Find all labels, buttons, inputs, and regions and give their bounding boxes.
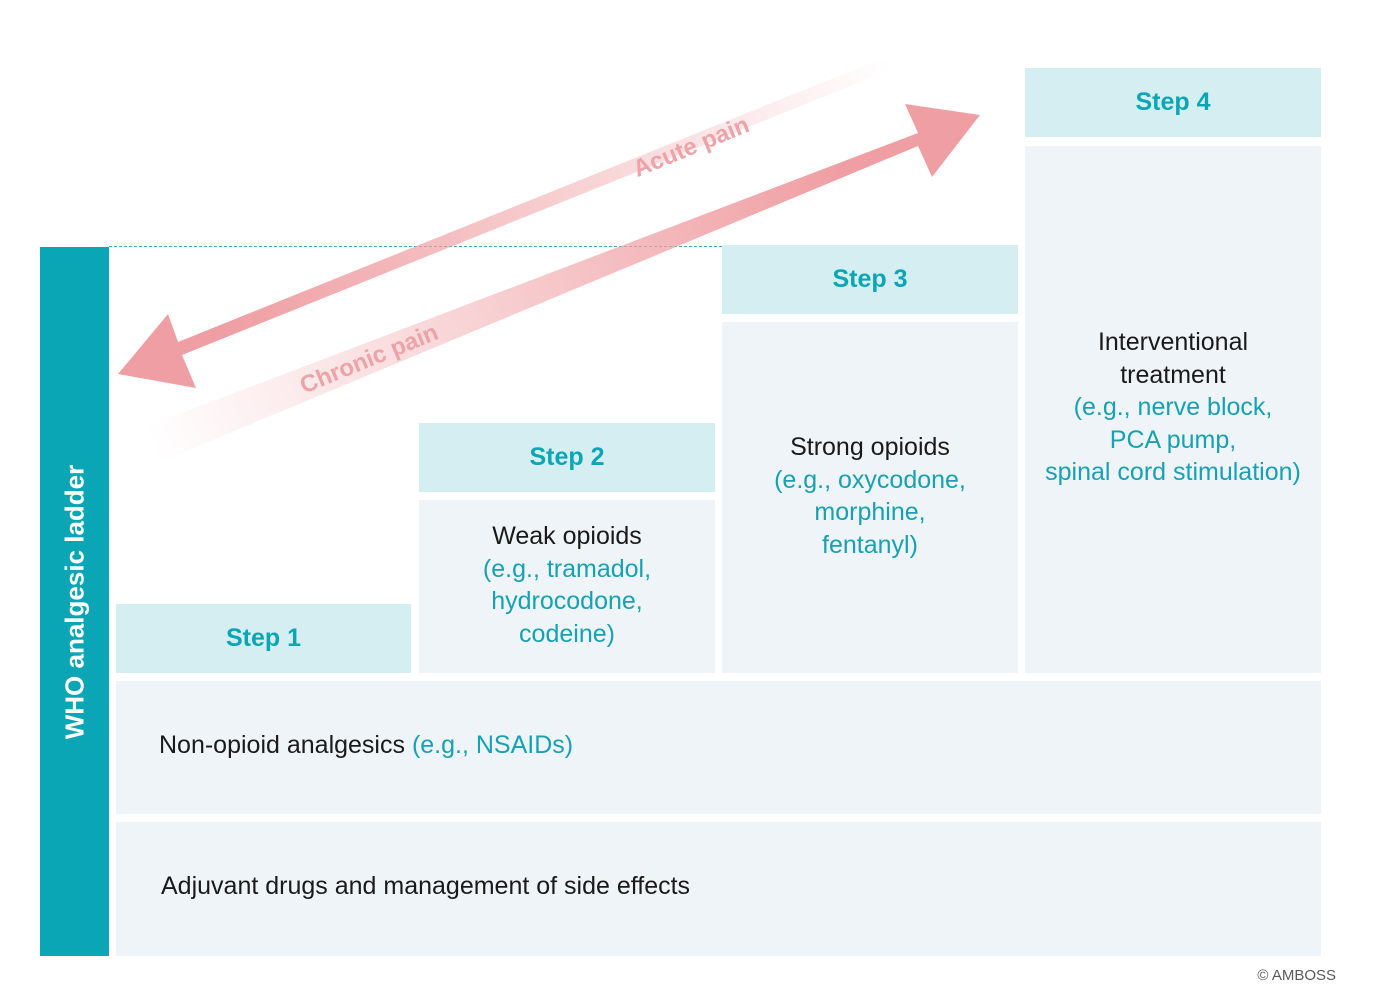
step-3-header: Step 3 — [722, 245, 1018, 314]
step-4-main-line-1: Interventional — [1097, 328, 1249, 356]
step-2-header: Step 2 — [419, 423, 715, 492]
step-2-main: Weak opioids — [492, 522, 642, 550]
acute-pain-arrow — [118, 46, 890, 388]
step-4-example-1: (e.g., nerve block, — [1073, 393, 1273, 421]
non-opioid-examples: (e.g., NSAIDs) — [411, 731, 574, 759]
step-3-example-2: morphine, — [814, 498, 926, 526]
chronic-pain-label: Chronic pain — [296, 319, 442, 400]
non-opioid-main: Non-opioid analgesics — [159, 731, 405, 759]
acute-pain-label: Acute pain — [629, 111, 753, 183]
step-3-label: Step 3 — [832, 265, 908, 293]
step-1-header: Step 1 — [116, 604, 411, 673]
ladder-sidebar: WHO analgesic ladder — [40, 247, 109, 956]
step-3-panel: Strong opioids (e.g., oxycodone, morphin… — [722, 322, 1018, 673]
step-4-example-2: PCA pump, — [1109, 425, 1237, 454]
step-2-example-2: hydrocodone, — [491, 587, 643, 615]
step-2-label: Step 2 — [529, 443, 605, 471]
step-4-header: Step 4 — [1025, 68, 1321, 137]
step-2-example-3: codeine) — [519, 619, 615, 648]
step-2-example-1: (e.g., tramadol, — [482, 554, 652, 583]
step-2-panel: Weak opioids (e.g., tramadol, hydrocodon… — [419, 500, 715, 673]
step-3-main: Strong opioids — [790, 433, 950, 461]
step-3-example-3: fentanyl) — [822, 530, 918, 559]
step-4-main-line-2: treatment — [1120, 360, 1226, 389]
step-1-label: Step 1 — [225, 624, 302, 652]
step-3-example-1: (e.g., oxycodone, — [774, 465, 966, 494]
copyright-text: © AMBOSS — [1257, 967, 1336, 984]
step-4-example-3: spinal cord stimulation) — [1045, 458, 1301, 486]
step-4-panel: Interventional treatment (e.g., nerve bl… — [1025, 146, 1321, 673]
adjuvant-row: Adjuvant drugs and management of side ef… — [116, 822, 1321, 956]
non-opioid-row: Non-opioid analgesics (e.g., NSAIDs) — [116, 681, 1321, 814]
chronic-pain-arrow — [145, 104, 980, 464]
adjuvant-main: Adjuvant drugs and management of side ef… — [161, 872, 691, 900]
step-4-label: Step 4 — [1135, 88, 1211, 116]
